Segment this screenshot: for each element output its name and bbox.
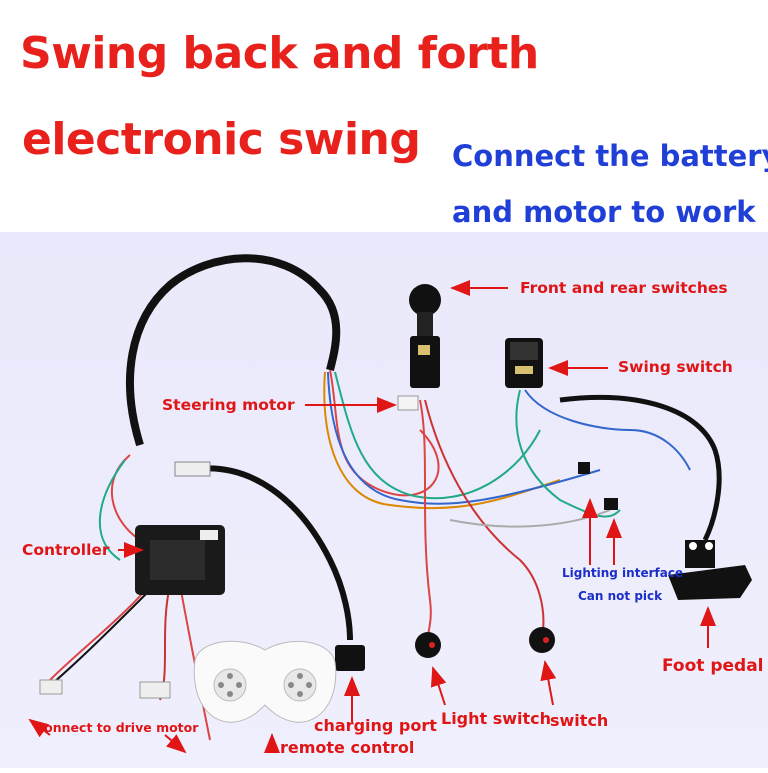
wiring-harness-photo xyxy=(0,232,768,768)
subheadline-line-1: Connect the battery xyxy=(452,139,768,173)
controller-box xyxy=(135,461,225,595)
subheadline-line-2: and motor to work xyxy=(452,195,756,229)
headline-line-1: Swing back and forth xyxy=(20,28,539,79)
swing-switch xyxy=(505,338,543,388)
label-swing-switch: Swing switch xyxy=(618,358,733,376)
steering-motor-connector xyxy=(397,395,419,411)
label-can-not-pick: Can not pick xyxy=(578,589,663,603)
black-cable-pedal xyxy=(559,395,722,542)
switch-button xyxy=(529,627,555,653)
light-switch-button xyxy=(415,632,441,658)
black-cable-remote xyxy=(189,465,353,641)
label-charging-port: charging port xyxy=(314,716,437,735)
label-connect-drive-motor: Connect to drive motor xyxy=(35,720,199,735)
black-cable-loop xyxy=(126,254,341,447)
label-front-rear-switches: Front and rear switches xyxy=(520,279,728,297)
label-remote-control: remote control xyxy=(280,738,415,757)
arrow-drive-motor-left xyxy=(28,718,51,738)
label-switch: switch xyxy=(550,711,609,730)
foot-pedal xyxy=(668,540,752,600)
front-rear-switch xyxy=(409,284,441,388)
label-lighting-interface: Lighting interface xyxy=(562,566,684,580)
headline-line-2: electronic swing xyxy=(22,114,421,165)
remote-control-device xyxy=(193,640,337,723)
charging-port xyxy=(335,645,365,671)
label-foot-pedal: Foot pedal xyxy=(662,656,764,676)
label-controller: Controller xyxy=(22,541,110,559)
label-steering-motor: Steering motor xyxy=(162,396,295,414)
arrow-light-switch xyxy=(430,666,447,706)
arrow-drive-motor-right xyxy=(164,734,187,754)
arrow-switch xyxy=(540,660,557,706)
wiring-harness-illustration xyxy=(28,254,752,754)
label-light-switch: Light switch xyxy=(441,709,552,728)
